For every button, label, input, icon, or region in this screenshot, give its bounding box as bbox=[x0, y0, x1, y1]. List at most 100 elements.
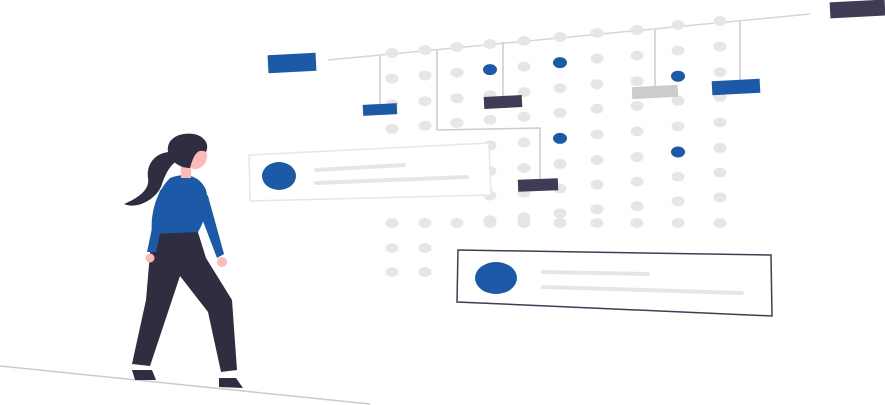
dot-grid-dot bbox=[385, 218, 399, 228]
dot-grid-accent bbox=[553, 57, 567, 69]
dot-grid-dot bbox=[630, 218, 644, 228]
profile-avatar-icon bbox=[262, 162, 296, 190]
dot-grid-dot bbox=[553, 83, 567, 94]
dot-grid-dot bbox=[418, 267, 432, 277]
profile-card-dark bbox=[456, 249, 773, 317]
dot-grid-dot bbox=[671, 20, 685, 30]
dot-grid-dot bbox=[713, 67, 727, 78]
dot-grid-accent bbox=[483, 64, 497, 76]
dot-grid-dot bbox=[590, 218, 604, 228]
dot-grid-dot bbox=[630, 201, 644, 212]
dot-grid-dot bbox=[590, 204, 604, 215]
card-text-line bbox=[541, 285, 744, 295]
dot-grid-accent bbox=[671, 70, 685, 82]
dot-grid-dot bbox=[385, 48, 399, 58]
dot-grid-dot bbox=[713, 192, 727, 203]
person-hand bbox=[217, 257, 227, 267]
dot-grid-dot bbox=[517, 111, 531, 122]
dot-grid-dot bbox=[671, 196, 685, 207]
dot-grid-dot bbox=[517, 87, 531, 98]
dot-grid-dot bbox=[590, 155, 604, 165]
dot-grid-dot bbox=[517, 163, 531, 173]
dot-grid-dot bbox=[418, 96, 432, 107]
dot-grid-dot bbox=[630, 25, 644, 35]
person-legs bbox=[132, 226, 237, 372]
timeline-flag-icon bbox=[517, 178, 559, 192]
dot-grid-dot bbox=[713, 117, 727, 128]
dot-grid-dot bbox=[671, 171, 685, 182]
timeline-flag-icon bbox=[711, 78, 761, 96]
person-figure bbox=[124, 133, 243, 388]
dot-grid-dot bbox=[630, 152, 644, 162]
dot-grid-dot bbox=[590, 129, 604, 140]
dot-grid-dot bbox=[553, 32, 567, 42]
dot-grid-dot bbox=[713, 41, 727, 52]
dot-grid-dot bbox=[450, 67, 464, 78]
dot-grid-dot bbox=[630, 50, 644, 61]
dot-grid-dot bbox=[450, 218, 464, 228]
dot-grid-dot bbox=[713, 167, 727, 178]
timeline-main-line bbox=[327, 13, 811, 61]
dot-grid-dot bbox=[517, 137, 531, 148]
dot-grid-dot bbox=[450, 117, 464, 128]
dot-grid-dot bbox=[553, 107, 567, 118]
ground-line bbox=[0, 365, 371, 405]
dot-grid-dot bbox=[517, 218, 531, 228]
person-ponytail bbox=[124, 151, 180, 206]
dot-grid-dot bbox=[713, 218, 727, 228]
dot-grid-dot bbox=[590, 53, 604, 64]
dot-grid-dot bbox=[553, 218, 567, 228]
dot-grid-dot bbox=[671, 218, 685, 228]
person-hair bbox=[167, 133, 208, 168]
person-arm bbox=[147, 190, 168, 252]
dot-grid-dot bbox=[450, 42, 464, 52]
person-neck bbox=[181, 166, 191, 178]
dot-grid-dot bbox=[590, 28, 604, 38]
card-text-line bbox=[314, 163, 406, 172]
timeline-flag-icon bbox=[829, 0, 885, 19]
dot-grid-dot bbox=[385, 123, 399, 134]
person-shoe bbox=[132, 370, 156, 380]
person-torso bbox=[151, 175, 208, 234]
dot-grid-dot bbox=[385, 73, 399, 84]
dot-grid-dot bbox=[713, 16, 727, 26]
timeline-flags bbox=[267, 0, 885, 192]
timeline-connectors bbox=[379, 21, 741, 182]
dot-grid-dot bbox=[418, 45, 432, 55]
dot-grid-dot bbox=[671, 121, 685, 132]
card-text-line bbox=[541, 270, 650, 276]
timeline-flag-icon bbox=[267, 52, 317, 74]
dot-grid-dot bbox=[483, 114, 497, 125]
dot-grid-dot bbox=[671, 95, 685, 106]
timeline-flag-icon bbox=[362, 103, 398, 116]
dot-grid-dot bbox=[630, 100, 644, 111]
dot-grid-dot bbox=[713, 143, 727, 153]
dot-grid-dot bbox=[385, 243, 399, 253]
dot-grid-dot bbox=[418, 120, 432, 131]
dot-grid-dot bbox=[590, 179, 604, 190]
card-text-line bbox=[314, 175, 469, 185]
dot-grid-dot bbox=[418, 70, 432, 81]
person-shoe bbox=[219, 378, 243, 388]
dot-grid-dot bbox=[590, 79, 604, 90]
person-hand bbox=[145, 253, 155, 263]
dot-grid-dot bbox=[590, 103, 604, 114]
timeline-flag-icon bbox=[631, 84, 679, 100]
dot-grid-dot bbox=[630, 176, 644, 187]
dot-grid-dot bbox=[418, 243, 432, 253]
dot-grid-dot bbox=[671, 45, 685, 56]
profile-card-light bbox=[248, 142, 492, 202]
dot-grid-dot bbox=[630, 76, 644, 87]
timeline-flag-icon bbox=[483, 95, 523, 109]
profile-avatar-icon bbox=[475, 262, 517, 294]
dot-grid-dot bbox=[418, 218, 432, 228]
dot-grid-dot bbox=[630, 126, 644, 137]
dot-grid-dot bbox=[553, 159, 567, 169]
dot-grid-accent bbox=[671, 146, 685, 158]
dot-grid-dot bbox=[483, 39, 497, 49]
dot-grid-dot bbox=[553, 208, 567, 219]
dot-grid-dot bbox=[517, 61, 531, 72]
dot-grid-dot bbox=[450, 93, 464, 104]
